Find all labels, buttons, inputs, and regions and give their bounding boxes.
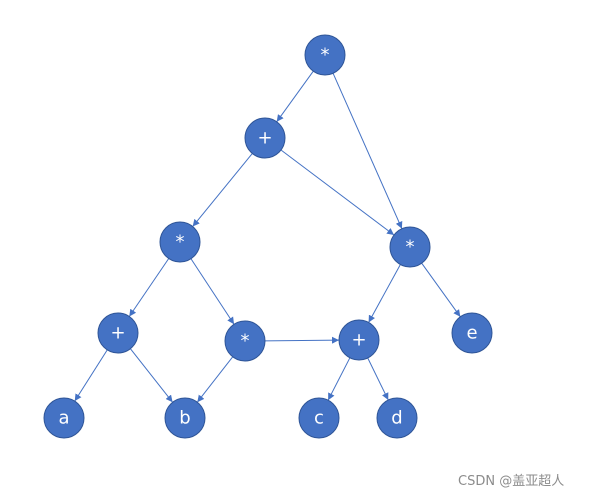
node-circle [159,221,201,263]
edge-n7-n12 [367,357,389,401]
node-n7: + [338,319,380,361]
node-circle [338,319,380,361]
edge-n4-n7 [368,264,401,323]
node-circle [164,397,206,439]
node-circle [298,397,340,439]
edge-n6-n10 [196,356,234,403]
node-label: + [257,128,272,149]
node-label: + [351,330,366,351]
edge-n5-n10 [129,348,174,403]
node-label: e [466,323,477,344]
edge-n3-n6 [190,258,235,325]
node-label: * [406,237,415,258]
node-circle [244,117,286,159]
node-n1: * [304,34,346,76]
node-label: b [179,408,190,429]
node-circle [97,312,139,354]
edge-n2-n3 [192,153,253,227]
node-n5: + [97,312,139,354]
node-circle [43,397,85,439]
edge-n4-n8 [421,262,461,318]
node-n10: b [164,397,206,439]
nodes: * + * * + * + e a b c d [43,34,493,439]
edge-n1-n4 [332,73,403,229]
node-label: + [110,323,125,344]
watermark: CSDN @盖亚超人 [458,474,565,489]
node-label: * [241,331,250,352]
node-label: d [391,408,402,429]
node-n2: + [244,117,286,159]
node-n12: d [376,397,418,439]
node-n4: * [389,226,431,268]
node-circle [376,397,418,439]
node-label: * [321,45,330,66]
node-n8: e [451,312,493,354]
node-circle [224,320,266,362]
node-circle [451,312,493,354]
node-label: * [176,232,185,253]
node-label: a [58,408,69,429]
edges [74,70,461,403]
node-circle [389,226,431,268]
edge-n7-n11 [327,357,351,401]
edge-n2-n4 [280,149,395,236]
node-n6: * [224,320,266,362]
node-n3: * [159,221,201,263]
node-n9: a [43,397,85,439]
node-circle [304,34,346,76]
edge-n6-n7 [264,336,340,344]
edge-n5-n9 [74,349,108,402]
edge-n1-n2 [276,70,314,123]
edge-n3-n5 [128,258,170,317]
node-label: c [314,408,324,429]
node-n11: c [298,397,340,439]
